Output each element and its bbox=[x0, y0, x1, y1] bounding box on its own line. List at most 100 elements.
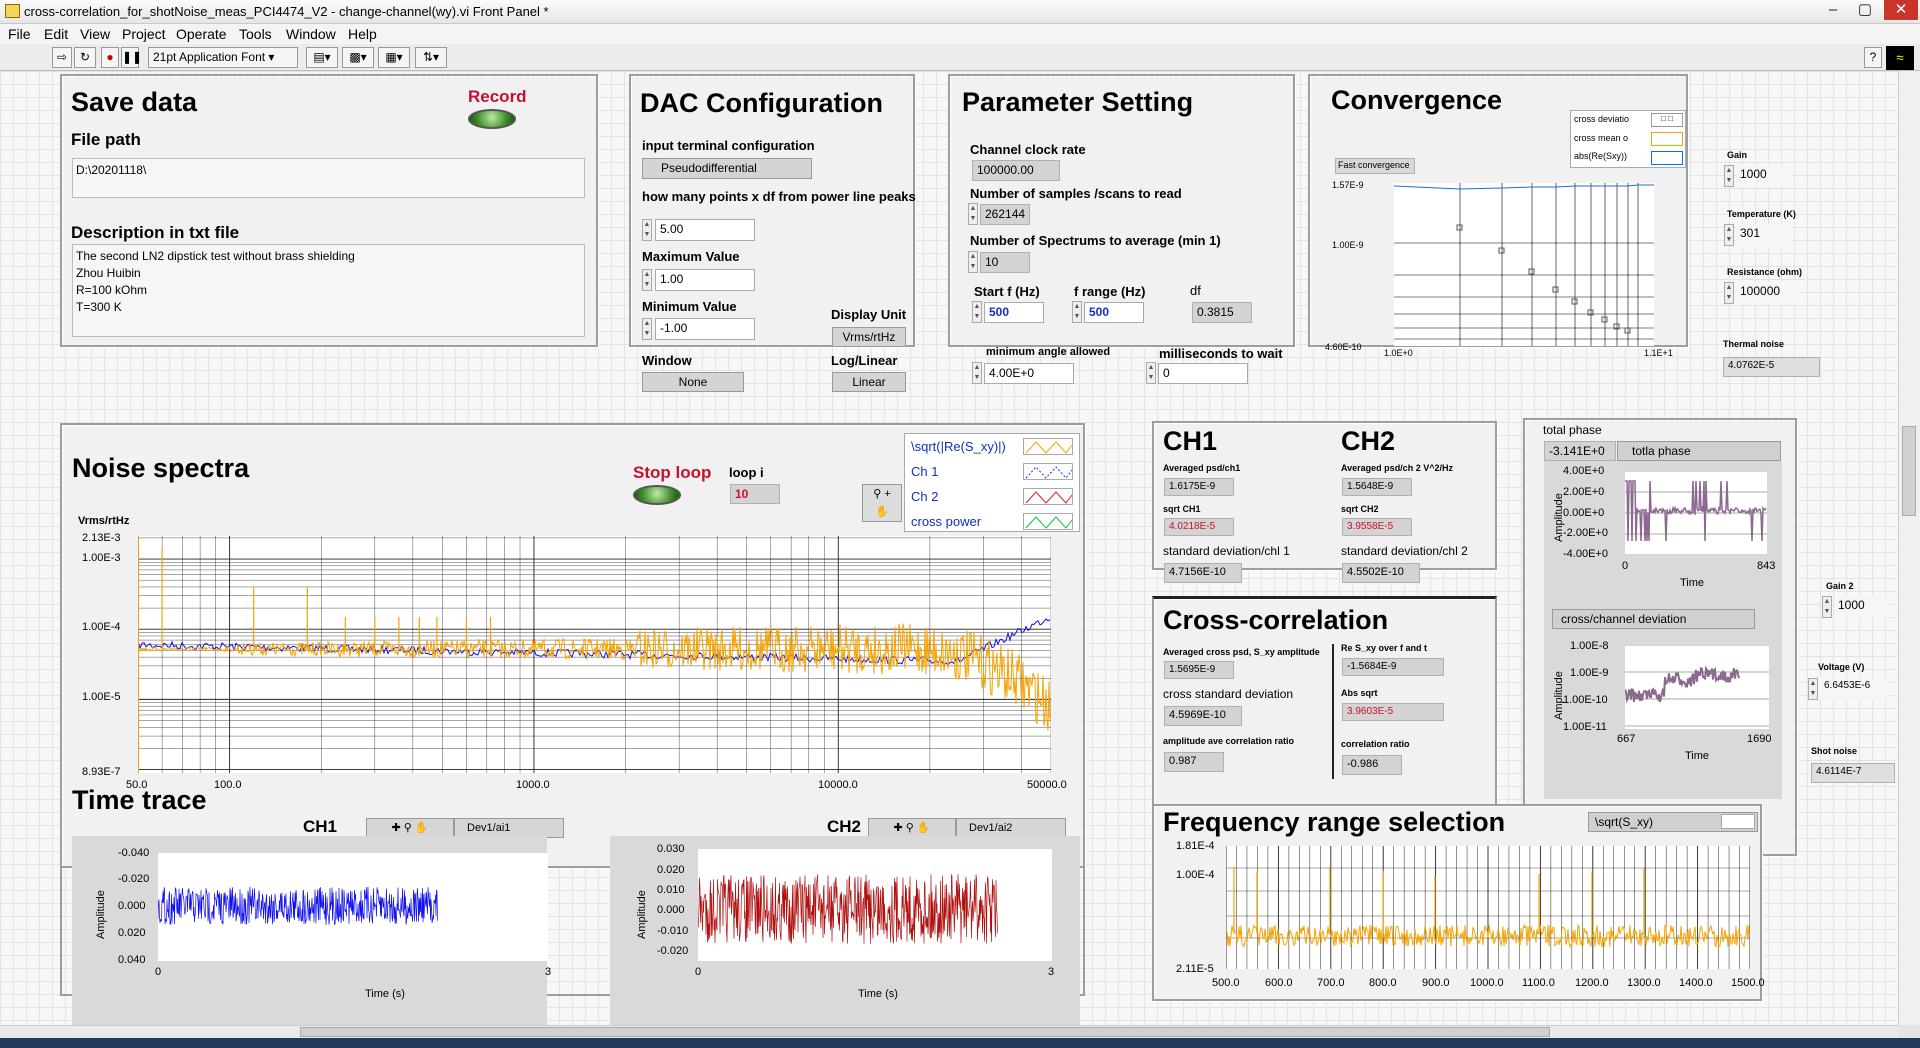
zoom-icon[interactable]: ⚲ bbox=[873, 488, 882, 500]
samples-spinner[interactable]: ▲▼ bbox=[968, 203, 978, 225]
phase-legend[interactable]: totla phase bbox=[1617, 441, 1781, 461]
points-input[interactable]: 5.00 bbox=[655, 219, 755, 241]
gain-input[interactable]: 1000 bbox=[1736, 165, 1792, 187]
trace2-legend-label: Dev1/ai2 bbox=[969, 822, 1013, 834]
maximum-value-input[interactable]: 1.00 bbox=[655, 269, 755, 291]
legend-swatch-deviation[interactable]: □ □ bbox=[1651, 113, 1683, 127]
noise-y-label: Vrms/rtHz bbox=[78, 515, 130, 527]
milliseconds-input[interactable]: 0 bbox=[1158, 363, 1248, 384]
menu-edit[interactable]: Edit bbox=[44, 26, 69, 42]
frequency-plot[interactable] bbox=[1226, 846, 1750, 969]
maximize-button[interactable]: ▢ bbox=[1857, 1, 1873, 18]
align-objects-icon[interactable]: ▤▾ bbox=[306, 47, 338, 68]
log-linear-ring[interactable]: Linear bbox=[832, 372, 906, 392]
menu-file[interactable]: File bbox=[8, 26, 31, 42]
trace2-palette[interactable]: ✚ ⚲ ✋ bbox=[868, 818, 956, 838]
legend-cross-mean: cross mean o bbox=[1574, 133, 1629, 143]
minimum-value-input[interactable]: -1.00 bbox=[655, 318, 755, 340]
total-phase-label: total phase bbox=[1543, 423, 1602, 437]
help-icon[interactable]: ? bbox=[1864, 47, 1882, 68]
start-f-input[interactable]: 500 bbox=[984, 302, 1044, 323]
reorder-icon[interactable]: ⇅▾ bbox=[415, 47, 447, 68]
clock-rate-input[interactable]: 100000.00 bbox=[972, 160, 1060, 181]
graph-palette[interactable]: ⚲ + ✋ bbox=[862, 484, 902, 522]
legend-swatch-mean[interactable] bbox=[1651, 132, 1683, 146]
close-button[interactable]: ✕ bbox=[1884, 0, 1918, 20]
gain2-input[interactable]: 1000 bbox=[1834, 596, 1890, 618]
trace1-palette[interactable]: ✚ ⚲ ✋ bbox=[366, 818, 454, 838]
noise-spectra-plot[interactable] bbox=[138, 536, 1051, 773]
menu-window[interactable]: Window bbox=[286, 26, 336, 42]
record-button[interactable] bbox=[468, 109, 516, 129]
start-f-spinner[interactable]: ▲▼ bbox=[972, 301, 982, 323]
f-range-spinner[interactable]: ▲▼ bbox=[1072, 301, 1082, 323]
window-ring[interactable]: None bbox=[642, 372, 744, 392]
pan-hand-icon[interactable]: ✋ bbox=[875, 506, 889, 518]
terminal-config-ring[interactable]: Pseudodifferential bbox=[642, 158, 812, 179]
maximum-spinner[interactable]: ▲▼ bbox=[642, 269, 652, 291]
loop-i-label: loop i bbox=[729, 465, 764, 480]
freq-legend[interactable]: \sqrt(S_xy) bbox=[1588, 812, 1758, 832]
voltage-spinner[interactable]: ▲▼ bbox=[1808, 678, 1818, 700]
menu-view[interactable]: View bbox=[80, 26, 111, 42]
deviation-legend[interactable]: cross/channel deviation bbox=[1552, 609, 1755, 629]
trace1-plot[interactable] bbox=[158, 853, 548, 961]
swatch-ch2[interactable] bbox=[1023, 488, 1073, 505]
resize-objects-icon[interactable]: ▦▾ bbox=[378, 47, 410, 68]
menu-help[interactable]: Help bbox=[348, 26, 377, 42]
resistance-spinner[interactable]: ▲▼ bbox=[1724, 282, 1734, 304]
gain2-spinner[interactable]: ▲▼ bbox=[1822, 596, 1832, 618]
stop-loop-button[interactable] bbox=[633, 485, 681, 505]
temperature-spinner[interactable]: ▲▼ bbox=[1724, 224, 1734, 246]
vertical-scrollbar[interactable] bbox=[1898, 71, 1920, 1025]
resistance-input[interactable]: 100000 bbox=[1736, 282, 1800, 304]
menu-operate[interactable]: Operate bbox=[176, 26, 227, 42]
phase-plot[interactable] bbox=[1625, 471, 1767, 555]
run-arrow-icon[interactable]: ⇨ bbox=[52, 47, 72, 68]
minimize-button[interactable]: – bbox=[1828, 1, 1838, 18]
font-selector[interactable]: 21pt Application Font ▾ bbox=[148, 47, 298, 68]
swatch-cross-power[interactable] bbox=[1023, 513, 1073, 530]
description-textbox[interactable]: The second LN2 dipstick test without bra… bbox=[72, 244, 585, 337]
deviation-plot[interactable] bbox=[1625, 645, 1769, 729]
abort-icon[interactable]: ● bbox=[101, 47, 119, 68]
run-continuously-icon[interactable]: ↻ bbox=[74, 47, 96, 68]
horizontal-scroll-thumb[interactable] bbox=[300, 1027, 1550, 1037]
swatch-ch1[interactable] bbox=[1023, 463, 1073, 480]
trace1-legend[interactable]: Dev1/ai1 bbox=[454, 818, 564, 838]
minimum-angle-input[interactable]: 4.00E+0 bbox=[984, 363, 1074, 384]
ms-spinner[interactable]: ▲▼ bbox=[1146, 362, 1156, 384]
points-spinner[interactable]: ▲▼ bbox=[642, 219, 652, 241]
temperature-input[interactable]: 301 bbox=[1736, 224, 1792, 246]
deviation-svg bbox=[1625, 645, 1769, 727]
trace2-plot[interactable] bbox=[698, 849, 1052, 961]
spectrums-spinner[interactable]: ▲▼ bbox=[968, 251, 978, 273]
distribute-objects-icon[interactable]: ▩▾ bbox=[342, 47, 374, 68]
minimum-spinner[interactable]: ▲▼ bbox=[642, 318, 652, 340]
save-data-section: Save data Record File path D:\20201118\ … bbox=[60, 74, 598, 347]
vertical-scroll-thumb[interactable] bbox=[1902, 426, 1916, 516]
legend-swatch-abs[interactable] bbox=[1651, 151, 1683, 165]
file-path-field[interactable]: D:\20201118\ bbox=[72, 158, 585, 198]
samples-input[interactable]: 262144 bbox=[980, 204, 1030, 225]
fast-convergence-button[interactable]: Fast convergence bbox=[1335, 158, 1415, 174]
menu-project[interactable]: Project bbox=[122, 26, 166, 42]
convergence-plot[interactable] bbox=[1394, 183, 1654, 346]
menu-tools[interactable]: Tools bbox=[239, 26, 272, 42]
menu-bar: File Edit View Project Operate Tools Win… bbox=[0, 24, 1920, 44]
spectrums-input[interactable]: 10 bbox=[980, 252, 1030, 273]
noise-x-tick-1: 100.0 bbox=[214, 779, 242, 791]
horizontal-scrollbar[interactable] bbox=[0, 1025, 1898, 1038]
thermal-noise-label: Thermal noise bbox=[1723, 339, 1785, 349]
trace2-legend[interactable]: Dev1/ai2 bbox=[956, 818, 1066, 838]
cursor-icon[interactable]: + bbox=[884, 488, 891, 500]
ratio-label: amplitude ave correlation ratio bbox=[1163, 736, 1295, 746]
angle-spinner[interactable]: ▲▼ bbox=[972, 362, 982, 384]
swatch-sqrt-re-sxy[interactable] bbox=[1023, 438, 1073, 455]
f-range-input[interactable]: 500 bbox=[1084, 302, 1144, 323]
gain-spinner[interactable]: ▲▼ bbox=[1724, 165, 1734, 187]
display-unit-ring[interactable]: Vrms/rtHz bbox=[832, 327, 906, 347]
voltage-input[interactable]: 6.6453E-6 bbox=[1820, 678, 1890, 700]
freq-x-tick-8: 1300.0 bbox=[1627, 977, 1661, 989]
pause-icon[interactable]: ❚❚ bbox=[121, 47, 142, 68]
